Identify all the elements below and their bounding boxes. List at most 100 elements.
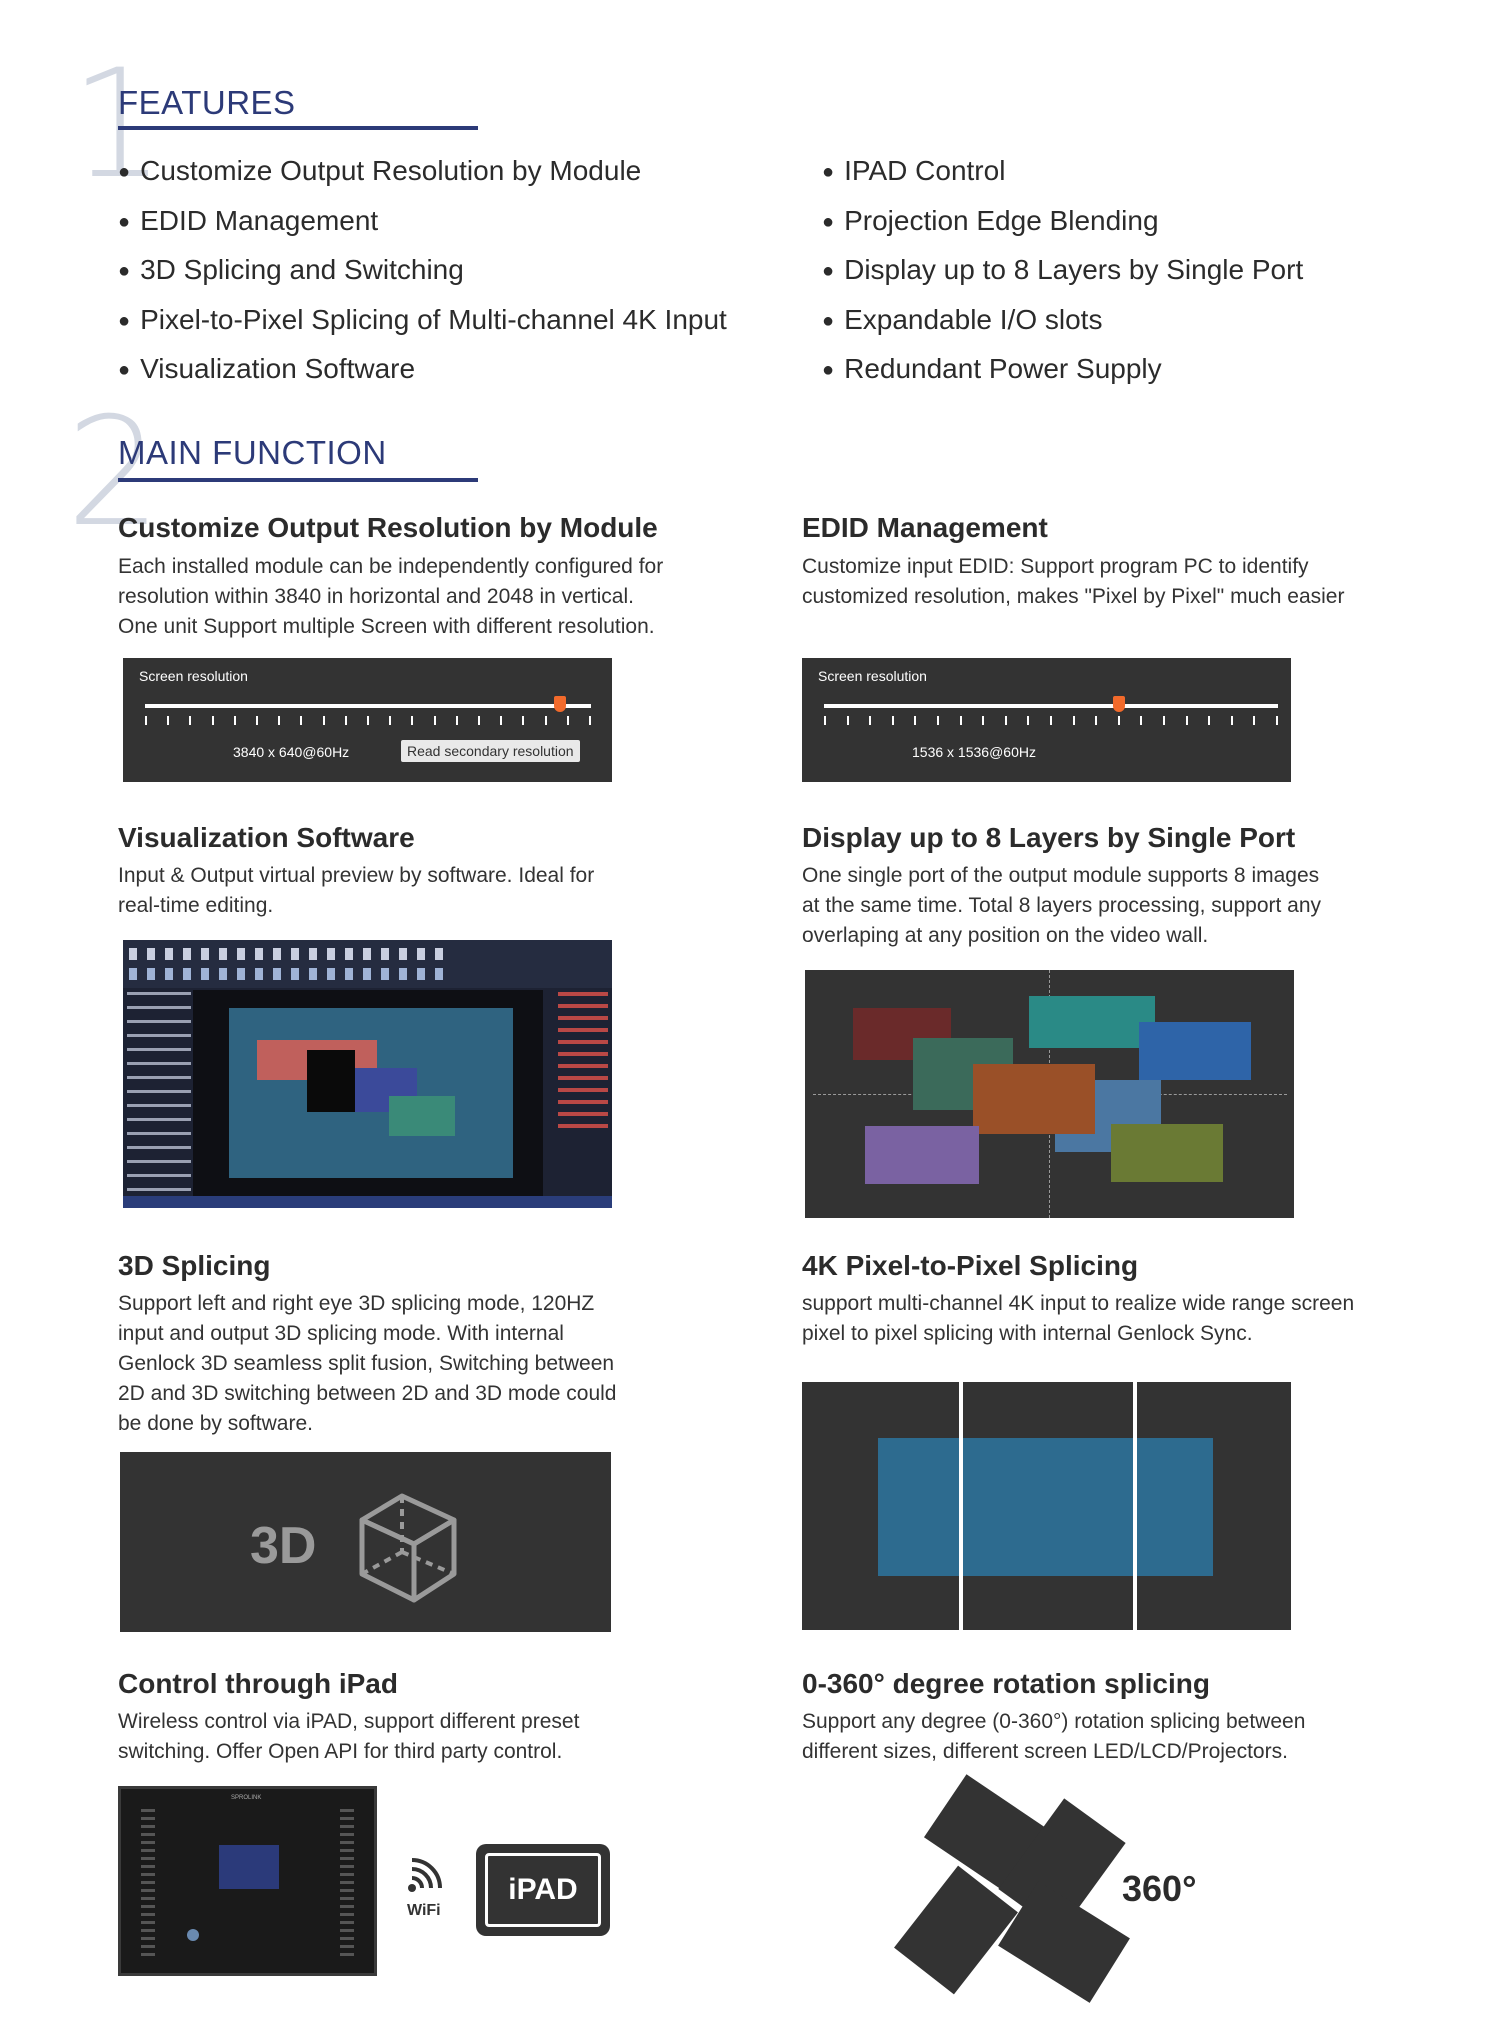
slider-tick: [914, 716, 917, 725]
software-left-panel: [127, 992, 191, 1192]
main-function-title-underline: [118, 478, 478, 482]
device-knob: [187, 1929, 199, 1941]
wifi-icon: [408, 1858, 442, 1892]
slider-tick: [1208, 716, 1211, 725]
processor-device-image: SPROLINK: [118, 1786, 377, 1976]
slider-tick: [1027, 716, 1030, 725]
feature-description: One single port of the output module sup…: [802, 864, 1322, 947]
slider-tick: [824, 716, 826, 725]
4k-splicing-wall: [802, 1382, 1291, 1630]
feature-heading: 0-360° degree rotation splicing: [802, 1668, 1210, 1699]
slider-tick: [1163, 716, 1165, 725]
software-toolbar-icons: [129, 968, 449, 980]
device-display: [219, 1845, 279, 1889]
slider-tick: [1230, 716, 1233, 725]
main-function-title: MAIN FUNCTION: [118, 434, 387, 471]
slider-tick: [411, 716, 414, 725]
ipad-label: iPAD: [485, 1853, 601, 1927]
slider-tick: [367, 716, 369, 725]
slider-tick: [959, 716, 962, 725]
slider-tick: [500, 716, 503, 725]
slider-tick: [389, 716, 392, 725]
slider-tick: [589, 716, 591, 725]
slider-tick: [433, 716, 436, 725]
feature-description: support multi-channel 4K input to realiz…: [802, 1292, 1355, 1345]
slider-tick: [1050, 716, 1052, 725]
resolution-slider-panel: Screen resolution 1536 x 1536@60Hz: [802, 658, 1291, 782]
slider-tick: [1253, 716, 1256, 725]
slider-tick: [322, 716, 325, 725]
rotation-diagram: 360°: [894, 1770, 1200, 2003]
feature-heading: 4K Pixel-to-Pixel Splicing: [802, 1250, 1139, 1281]
slider-tick: [1117, 716, 1120, 725]
section-number-2: 2: [66, 386, 162, 560]
slider-tick: [1072, 716, 1075, 725]
resolution-slider-panel: Screen resolution 3840 x 640@60Hz Read s…: [123, 658, 612, 782]
4k-image-left: [878, 1438, 959, 1576]
feature-item: Display up to 8 Layers by Single Port: [822, 247, 1303, 297]
feature-item: Customize Output Resolution by Module: [118, 148, 727, 198]
features-title: FEATURES: [118, 84, 296, 121]
resolution-value: 1536 x 1536@60Hz: [912, 744, 1036, 760]
layer-block: [1111, 1124, 1223, 1182]
slider-tick: [891, 716, 894, 725]
slider-thumb[interactable]: [1113, 696, 1126, 712]
slider-tick: [937, 716, 939, 725]
slider-tick: [544, 716, 547, 725]
slider-tick: [846, 716, 849, 725]
slider-tick: [278, 716, 281, 725]
feature-heading: EDID Management: [802, 512, 1048, 543]
slider-thumb[interactable]: [553, 696, 566, 712]
device-vent: [340, 1809, 354, 1959]
device-vent: [141, 1809, 155, 1959]
4k-image-right: [1137, 1438, 1213, 1576]
feature-description: Each installed module can be independent…: [118, 555, 664, 638]
wifi-label: WiFi: [407, 1902, 441, 1919]
resolution-value: 3840 x 640@60Hz: [233, 744, 350, 760]
feature-description: Support any degree (0-360°) rotation spl…: [802, 1710, 1306, 1763]
feature-description: Wireless control via iPAD, support diffe…: [118, 1710, 580, 1763]
slider-tick: [344, 716, 347, 725]
slider-tick: [1095, 716, 1098, 725]
read-secondary-resolution-button[interactable]: Read secondary resolution: [401, 740, 580, 762]
features-list-right: IPAD Control Projection Edge Blending Di…: [822, 148, 1303, 396]
slider-tick: [1276, 716, 1278, 725]
feature-item: Visualization Software: [118, 346, 727, 396]
device-brand: SPROLINK: [231, 1795, 262, 1801]
features-title-underline: [118, 126, 478, 130]
software-statusbar: [123, 1196, 612, 1208]
slider-track[interactable]: [824, 704, 1278, 708]
slider-tick: [167, 716, 170, 725]
feature-heading: Visualization Software: [118, 822, 415, 853]
slider-tick: [1140, 716, 1143, 725]
layer-block: [973, 1064, 1095, 1134]
feature-item: Projection Edge Blending: [822, 198, 1303, 248]
slider-track[interactable]: [145, 704, 591, 708]
slider-tick: [455, 716, 458, 725]
software-screenshot: [123, 940, 612, 1208]
slider-tick: [522, 716, 525, 725]
slider-tick: [1185, 716, 1188, 725]
slider-tick: [145, 716, 147, 725]
layer-block: [1029, 996, 1155, 1048]
slider-tick: [300, 716, 303, 725]
feature-heading: Customize Output Resolution by Module: [118, 512, 658, 543]
feature-description: Support left and right eye 3D splicing m…: [118, 1292, 617, 1435]
slider-tick: [233, 716, 236, 725]
slider-tick: [256, 716, 258, 725]
feature-heading: 3D Splicing: [118, 1250, 271, 1281]
feature-item: EDID Management: [118, 198, 727, 248]
rotation-label: 360°: [1122, 1868, 1197, 1909]
slider-tick: [189, 716, 192, 725]
software-context-menu: [307, 1050, 355, 1112]
slider-tick: [566, 716, 569, 725]
slider-tick: [211, 716, 214, 725]
layer-block: [1139, 1022, 1251, 1080]
software-right-panel: [558, 992, 608, 1132]
feature-item: Redundant Power Supply: [822, 346, 1303, 396]
slider-tick: [982, 716, 985, 725]
slider-tick: [869, 716, 872, 725]
slider-tick: [478, 716, 480, 725]
layer-block: [865, 1126, 979, 1184]
layers-diagram: [805, 970, 1294, 1218]
